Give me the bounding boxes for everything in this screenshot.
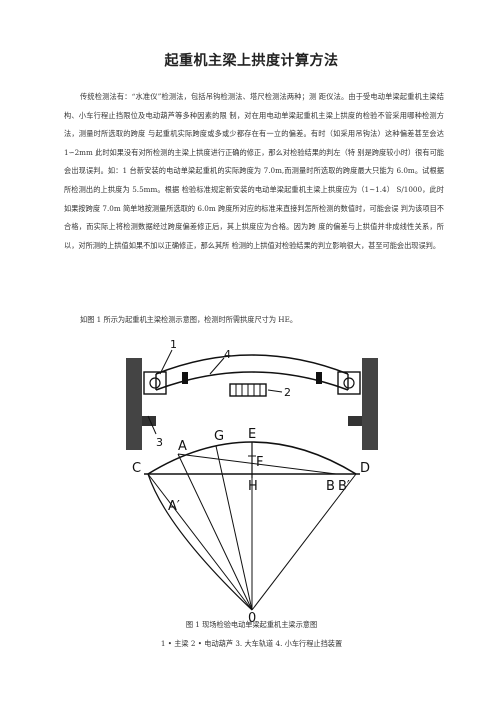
label-3: 3 — [156, 436, 163, 449]
left-wall — [126, 358, 142, 450]
girder-top-arc — [155, 354, 349, 375]
travel-stop-right — [316, 372, 322, 384]
label-2: 2 — [284, 386, 291, 399]
right-ledge — [348, 416, 362, 426]
label-c: C — [132, 461, 141, 476]
body-paragraph-2: 如图 1 所示为起重机主梁检测示意图，检测时所需拱度尺寸为 HE。 — [80, 315, 298, 324]
label-a-prime: A′ — [168, 499, 180, 514]
body-paragraph-1: 传统检测法有：“水准仪”检测法，包括吊钩检测法、塔尺检测法两种；测 距仪法。由于… — [64, 92, 444, 250]
label-4: 4 — [224, 348, 231, 361]
label-h: H — [248, 479, 258, 494]
page-title: 起重机主梁上拱度计算方法 — [164, 53, 339, 69]
right-wall — [362, 358, 378, 450]
left-end-truck — [143, 371, 167, 395]
label-d: D — [360, 461, 370, 476]
left-ledge — [142, 416, 156, 426]
label-a: A — [178, 439, 187, 454]
figure-legend: 1 • 主梁 2 • 电动葫芦 3. 大车轨道 4. 小车行程止挡装置 — [160, 639, 343, 648]
label-b-prime: B′ — [338, 479, 350, 494]
label-1: 1 — [170, 338, 177, 351]
right-end-truck — [337, 371, 361, 395]
crane-girder-diagram: 1 2 3 4 A G E C D F H B B′ A′ 0 — [126, 338, 378, 623]
figure-caption: 图 1 现场检验电动单梁起重机主梁示意图 — [185, 620, 318, 629]
lower-arc — [147, 473, 253, 611]
label-g: G — [214, 429, 224, 444]
label-o: 0 — [248, 611, 256, 623]
label-b: B — [326, 479, 335, 494]
travel-stop-left — [182, 372, 188, 384]
label-e: E — [248, 427, 256, 442]
girder-bottom-arc — [155, 371, 349, 391]
chord-line — [177, 453, 337, 475]
label-f: F — [256, 455, 263, 470]
